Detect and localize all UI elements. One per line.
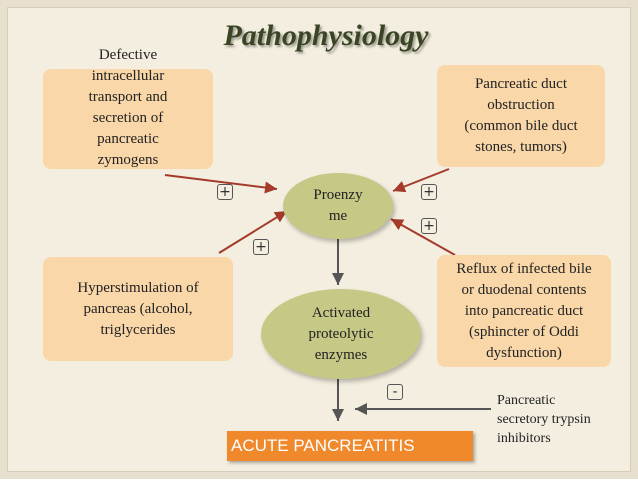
cause-line: secretion of: [92, 110, 164, 126]
page-title: Pathophysiology: [223, 19, 429, 52]
arrow-defective-to-proenzyme: [164, 174, 278, 194]
cause-line: (sphincter of Oddi: [469, 323, 579, 340]
inhibitor-line: inhibitors: [497, 431, 551, 446]
plus-sign: +: [421, 184, 437, 200]
cause-line: dysfunction): [486, 344, 562, 361]
activated-line: proteolytic: [308, 325, 374, 342]
cause-line: into pancreatic duct: [464, 302, 584, 319]
inhibitor-line: Pancreatic: [497, 393, 556, 408]
cause-line: Pancreatic duct: [474, 76, 568, 92]
cause-duct-obstruction: Pancreatic duct obstruction (common bile…: [437, 65, 605, 167]
proenzyme-node: Proenzy me: [283, 173, 393, 239]
cause-reflux: Reflux of infected bile or duodenal cont…: [437, 255, 611, 367]
inhibitor-note: Pancreatic secretory trypsin inhibitors: [497, 391, 617, 448]
plus-sign: +: [421, 218, 437, 234]
cause-line: obstruction: [487, 97, 555, 113]
cause-line: pancreatic: [97, 131, 159, 147]
cause-line: intracellular: [91, 68, 165, 84]
cause-hyperstimulation: Hyperstimulation of pancreas (alcohol, t…: [43, 257, 233, 361]
minus-sign: -: [387, 384, 403, 400]
arrow-hyperstimulation-to-proenzyme: [218, 210, 288, 254]
activated-line: enzymes: [314, 346, 368, 363]
proenzyme-line: Proenzy: [313, 187, 363, 203]
cause-line: Reflux of infected bile: [456, 260, 592, 277]
inhibitor-line: secretory trypsin: [497, 412, 591, 427]
cause-line: triglycerides: [100, 321, 176, 338]
cause-line: stones, tumors): [475, 139, 567, 155]
arrow-reflux-to-proenzyme: [390, 218, 456, 256]
cause-line: or duodenal contents: [461, 281, 587, 298]
cause-line: Defective: [98, 47, 158, 63]
cause-line: Hyperstimulation of: [77, 279, 199, 296]
cause-defective-transport: Defective intracellular transport and se…: [43, 47, 213, 169]
cause-line: (common bile duct: [464, 118, 578, 134]
activated-line: Activated: [311, 304, 371, 321]
proenzyme-line: me: [328, 208, 348, 224]
cause-line: transport and: [88, 89, 168, 105]
cause-line: zymogens: [97, 152, 159, 168]
plus-sign: +: [217, 184, 233, 200]
outcome-acute-pancreatitis: ACUTE PANCREATITIS: [227, 431, 473, 461]
cause-line: pancreas (alcohol,: [83, 300, 193, 317]
arrow-layer: [164, 168, 491, 421]
arrow-obstruction-to-proenzyme: [392, 168, 450, 193]
plus-sign: +: [253, 239, 269, 255]
activated-enzymes-node: Activated proteolytic enzymes: [261, 289, 421, 379]
